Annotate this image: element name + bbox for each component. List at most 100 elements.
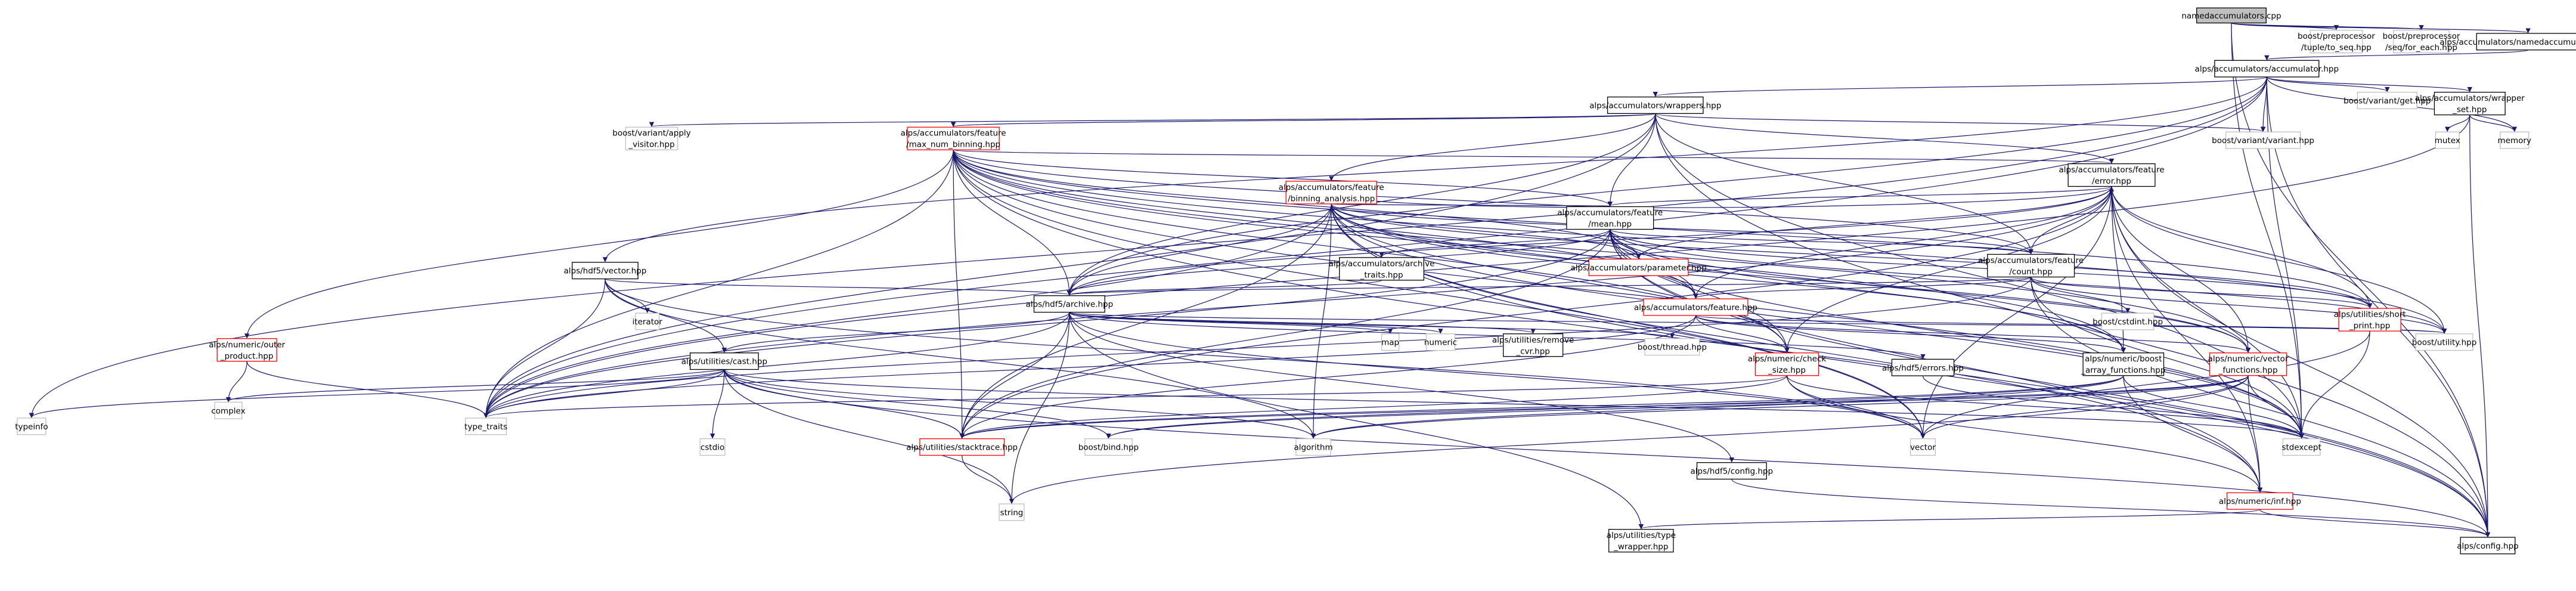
node-label: _array_functions.hpp [2081,366,2165,375]
node-h5errors[interactable]: alps/hdf5/errors.hpp [1882,358,1964,376]
edge-h5config-to-config [1731,479,2490,537]
node-shortprint[interactable]: alps/utilities/short_print.hpp [2334,308,2406,332]
edge-archive-to-typewrap [1069,312,1644,530]
dependency-nodes: namedaccumulators.cppboost/preprocessor/… [15,7,2576,555]
edge-mean-to-utility [1610,229,2447,334]
node-label: boost/utility.hpp [2412,338,2476,348]
edge-vecfunc-to-stacktrace [959,375,2249,439]
edge-inf-to-typewrap [1639,509,2261,530]
node-root[interactable]: namedaccumulators.cpp [2181,7,2281,24]
node-label: alps/numeric/outer [209,340,285,349]
edge-error-to-config [2111,186,2491,537]
node-archive[interactable]: alps/hdf5/archive.hpp [1025,295,1113,313]
node-label: alps/hdf5/config.hpp [1691,467,1774,476]
edge-mean-to-count [1610,228,2033,255]
node-h5config[interactable]: alps/hdf5/config.hpp [1691,462,1774,480]
node-label: alps/accumulators/feature [1279,182,1384,192]
edge-cast-to-complex [226,369,725,403]
node-acc[interactable]: alps/accumulators/accumulator.hpp [2195,60,2339,78]
node-box [2415,333,2473,351]
edge-wrapset-to-memory [2469,115,2517,132]
edge-error-to-utility [2111,186,2447,334]
node-boostarr[interactable]: alps/numeric/boost_array_functions.hpp [2081,352,2165,376]
edge-archive-to-stacktrace [959,312,1070,439]
edge-error-to-parameter [1636,186,2112,259]
edge-maxnum-to-stacktrace [953,150,965,439]
edge-h5vector-to-cast [605,279,727,353]
node-variant: boost/variant/variant.hpp [2212,131,2314,149]
node-archtraits[interactable]: alps/accumulators/archive_traits.hpp [1329,257,1435,281]
node-box [1608,528,1674,553]
edge-archive-to-string [1009,312,1070,504]
node-error[interactable]: alps/accumulators/feature/error.hpp [2059,163,2165,187]
node-cast[interactable]: alps/utilities/cast.hpp [681,352,767,370]
edge-error-to-checksize [1784,186,2112,353]
edge-h5vector-to-vector [605,279,1926,439]
edge-maxnum-to-outer [244,150,954,339]
node-maxnum[interactable]: alps/accumulators/feature/max_num_binnin… [901,126,1006,150]
edge-cast-to-typetraits [483,369,725,418]
node-label: alps/accumulators/feature [2059,165,2165,175]
edge-h5vector-to-algorithm [605,279,1316,439]
edge-boostarr-to-algorithm [1311,375,2124,439]
node-box [1644,338,1700,356]
node-box [1425,333,1456,351]
node-namedacc[interactable]: alps/accumulators/namedaccumulators.hpp [2439,33,2576,51]
node-h5vector[interactable]: alps/hdf5/vector.hpp [564,262,647,280]
edge-wrappers-to-applyvis [650,113,1656,128]
edge-error-to-archive [1067,186,2112,296]
edge-mean-to-typetraits [483,229,1611,418]
node-box [1754,352,1819,376]
node-feature[interactable]: alps/accumulators/feature.hpp [1634,298,1757,316]
node-box [2067,163,2156,187]
node-box [17,417,47,435]
node-wrappers[interactable]: alps/accumulators/wrappers.hpp [1589,96,1721,115]
node-checksize[interactable]: alps/numeric/check_size.hpp [1748,352,1827,376]
node-wrapset[interactable]: alps/accumulators/wrapper_set.hpp [2415,91,2525,116]
node-label: alps/utilities/short [2334,310,2406,320]
edge-maxnum-to-count [953,150,2033,255]
node-label: alps/accumulators/parameter.hpp [1570,263,1706,273]
node-cstdint: boost/cstdint.hpp [2093,312,2163,330]
edge-wrappers-to-maxnum [951,113,1656,128]
edge-cast-to-stdexcept [724,369,2304,439]
node-label: _visitor.hpp [628,140,675,150]
node-outer[interactable]: alps/numeric/outer_product.hpp [209,338,286,362]
node-algorithm: algorithm [1294,438,1333,456]
edge-maxnum-to-error [953,149,2113,164]
edge-cast-to-string [724,369,1015,504]
node-remcvr[interactable]: alps/utilities/remove_cvr.hpp [1492,333,1574,357]
edge-count-to-shortprint [2031,276,2373,308]
node-mean[interactable]: alps/accumulators/feature/mean.hpp [1557,206,1663,230]
node-label: map [1381,338,1399,348]
node-box [2393,29,2450,54]
edge-outer-to-complex [225,361,247,403]
node-box [999,503,1025,521]
node-binning[interactable]: alps/accumulators/feature/binning_analys… [1279,181,1384,205]
edge-checksize-to-typetraits [483,375,1788,418]
node-box [214,401,243,419]
node-typewrap[interactable]: alps/utilities/type_wrapper.hpp [1607,528,1676,553]
edge-vecfunc-to-vector [1920,375,2249,439]
node-inf[interactable]: alps/numeric/inf.hpp [2219,492,2301,510]
node-parameter[interactable]: alps/accumulators/parameter.hpp [1570,258,1707,276]
edge-cast-to-config [724,369,2491,537]
node-box [2214,60,2320,78]
edge-binning-to-archive [1067,203,1332,296]
node-config[interactable]: alps/config.hpp [2457,537,2519,555]
node-label: iterator [633,317,663,327]
node-box [690,352,759,370]
node-label: alps/accumulators/archive [1329,259,1435,268]
node-stacktrace[interactable]: alps/utilities/stacktrace.hpp [906,438,1018,456]
node-box [2338,308,2401,332]
edge-error-to-vecfunc [2111,186,2251,353]
node-vecfunc[interactable]: alps/numeric/vector_functions.hpp [2208,352,2289,376]
edge-root-to-namedacc [2231,22,2531,33]
edge-mean-to-stacktrace [959,229,1611,439]
node-box [1643,298,1749,316]
edge-maxnum-to-archive [953,150,1072,296]
node-count[interactable]: alps/accumulators/feature/count.hpp [1978,253,2084,278]
node-box [625,126,678,150]
node-label: stdexcept [2281,443,2321,453]
